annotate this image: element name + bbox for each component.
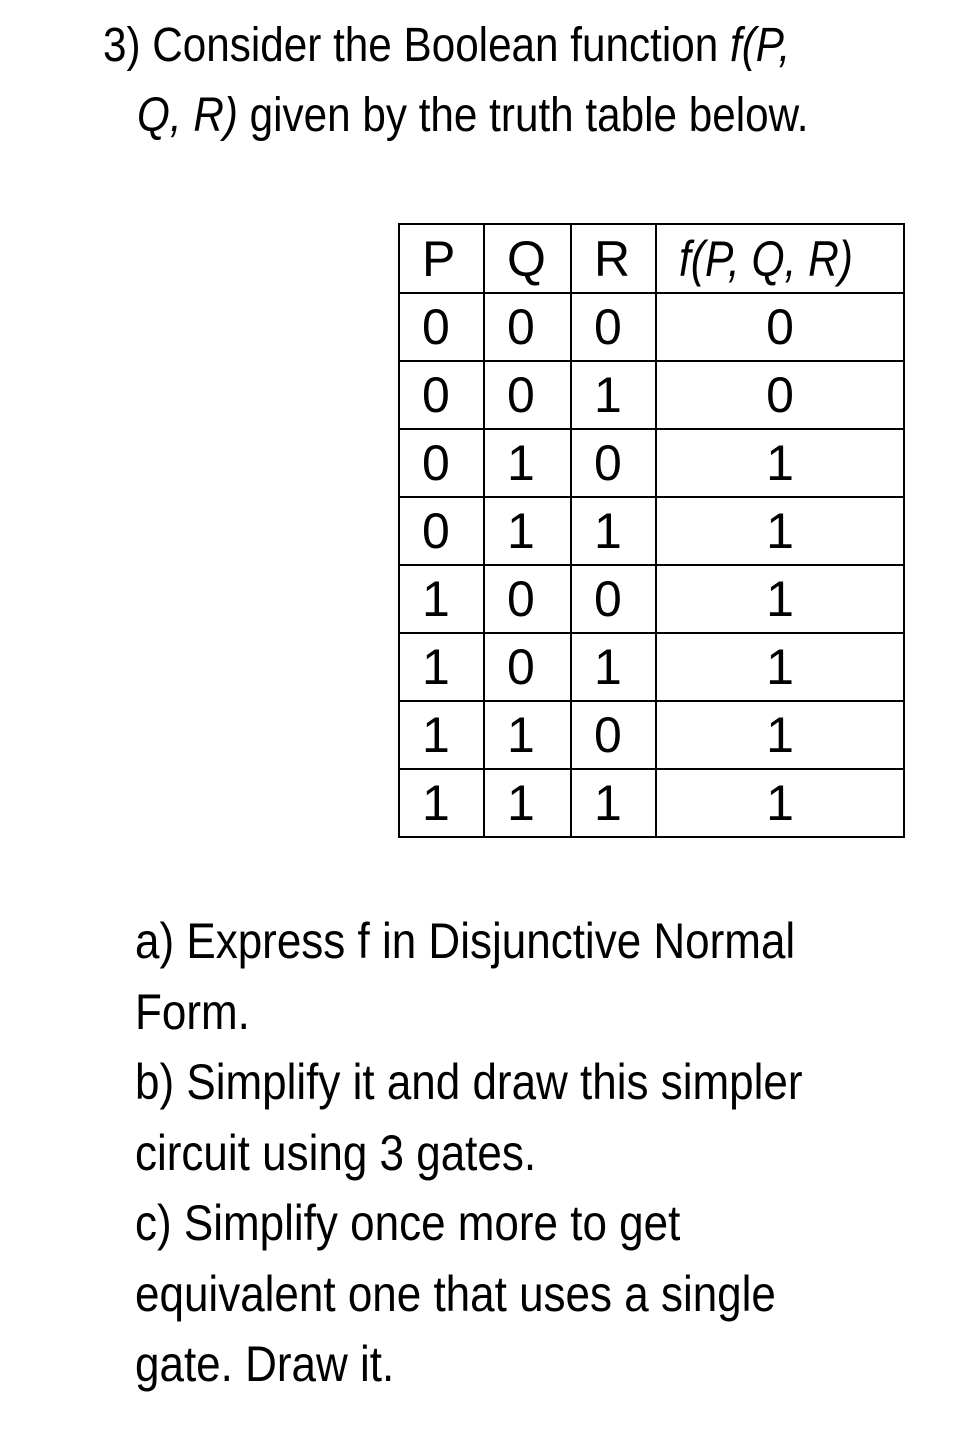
heading-text-italic-qr: Q, R) bbox=[137, 89, 238, 142]
table-row: 0 1 1 1 bbox=[398, 496, 905, 566]
truth-table-header-row: P Q R f(P, Q, R) bbox=[398, 223, 905, 294]
heading-text-regular-2: given by the truth table below. bbox=[237, 89, 809, 142]
table-row: 1 1 1 1 bbox=[398, 768, 905, 838]
header-cell-f-label: f(P, Q, R) bbox=[679, 230, 853, 287]
table-cell: 1 bbox=[655, 428, 905, 498]
header-cell-r: R bbox=[570, 223, 657, 294]
table-cell: 0 bbox=[398, 292, 485, 362]
table-row: 1 0 0 1 bbox=[398, 564, 905, 634]
table-cell: 1 bbox=[655, 632, 905, 702]
table-cell: 1 bbox=[655, 768, 905, 838]
problem-heading-line-2: Q, R) given by the truth table below. bbox=[137, 81, 809, 151]
table-cell: 1 bbox=[483, 428, 572, 498]
table-cell: 0 bbox=[398, 360, 485, 430]
table-cell: 1 bbox=[483, 768, 572, 838]
table-cell: 1 bbox=[483, 496, 572, 566]
table-row: 1 0 1 1 bbox=[398, 632, 905, 702]
table-cell: 0 bbox=[483, 632, 572, 702]
table-cell: 0 bbox=[483, 360, 572, 430]
table-cell: 0 bbox=[483, 564, 572, 634]
table-cell: 1 bbox=[570, 360, 657, 430]
heading-text-regular: 3) Consider the Boolean function bbox=[103, 19, 730, 72]
table-cell: 1 bbox=[398, 768, 485, 838]
table-cell: 1 bbox=[655, 700, 905, 770]
table-cell: 0 bbox=[398, 496, 485, 566]
table-cell: 1 bbox=[570, 632, 657, 702]
truth-table-container: P Q R f(P, Q, R) 0 0 0 0 0 0 1 0 bbox=[398, 223, 905, 838]
table-cell: 0 bbox=[655, 292, 905, 362]
table-cell: 1 bbox=[655, 564, 905, 634]
table-row: 0 1 0 1 bbox=[398, 428, 905, 498]
table-row: 1 1 0 1 bbox=[398, 700, 905, 770]
truth-table: P Q R f(P, Q, R) 0 0 0 0 0 0 1 0 bbox=[398, 223, 905, 838]
table-cell: 0 bbox=[570, 428, 657, 498]
header-cell-f: f(P, Q, R) bbox=[655, 223, 905, 294]
table-cell: 0 bbox=[570, 700, 657, 770]
table-cell: 0 bbox=[570, 292, 657, 362]
table-row: 0 0 1 0 bbox=[398, 360, 905, 430]
table-cell: 0 bbox=[398, 428, 485, 498]
table-cell: 1 bbox=[570, 496, 657, 566]
question-a-line-1: a) Express f in Disjunctive Normal bbox=[135, 913, 796, 969]
table-row: 0 0 0 0 bbox=[398, 292, 905, 362]
table-cell: 1 bbox=[398, 632, 485, 702]
table-cell: 0 bbox=[483, 292, 572, 362]
question-c-line-3: gate. Draw it. bbox=[135, 1336, 395, 1392]
header-cell-q: Q bbox=[483, 223, 572, 294]
table-cell: 0 bbox=[570, 564, 657, 634]
heading-text-italic-fp: f(P, bbox=[729, 19, 791, 72]
question-c-line-2: equivalent one that uses a single bbox=[135, 1265, 776, 1322]
question-a-line-2: Form. bbox=[135, 983, 250, 1040]
question-c-line-1: c) Simplify once more to get bbox=[135, 1195, 681, 1251]
questions-block: a) Express f in Disjunctive Normal Form.… bbox=[135, 906, 894, 1400]
header-cell-p: P bbox=[398, 223, 485, 294]
table-cell: 0 bbox=[655, 360, 905, 430]
table-cell: 1 bbox=[398, 564, 485, 634]
question-b-line-2: circuit using 3 gates. bbox=[135, 1124, 537, 1181]
table-cell: 1 bbox=[570, 768, 657, 838]
table-cell: 1 bbox=[398, 700, 485, 770]
table-cell: 1 bbox=[655, 496, 905, 566]
table-cell: 1 bbox=[483, 700, 572, 770]
problem-heading-line-1: 3) Consider the Boolean function f(P, bbox=[103, 11, 790, 81]
question-b-line-1: b) Simplify it and draw this simpler bbox=[135, 1054, 803, 1110]
